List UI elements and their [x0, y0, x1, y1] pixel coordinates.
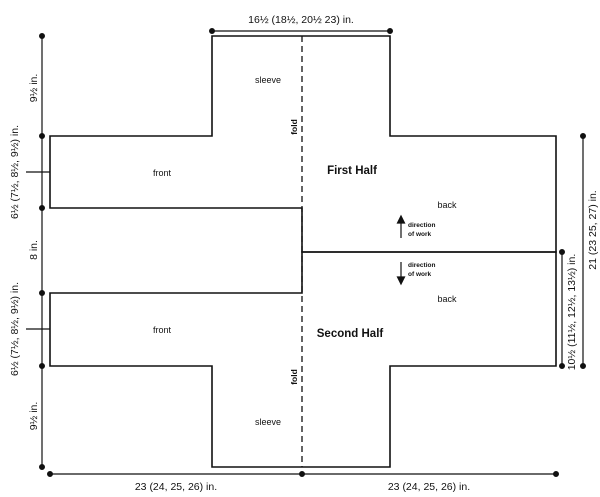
second-half-label: Second Half	[317, 328, 384, 340]
left-sleeve-bottom-label: 9½ in.	[28, 402, 40, 431]
arrow-up-icon	[396, 214, 406, 238]
left-front-bottom-label: 6½ (7½, 8½, 9½) in.	[9, 282, 21, 376]
outline-bottom-half	[49, 251, 557, 468]
back-top-label: back	[437, 200, 457, 210]
front-bottom-label: front	[153, 325, 172, 335]
top-width-label: 16½ (18½, 20½ 23) in.	[248, 14, 354, 26]
sleeve-bottom-label: sleeve	[255, 417, 281, 427]
bottom-left-label: 23 (24, 25, 26) in.	[135, 481, 217, 493]
left-dimension-line	[26, 32, 50, 471]
right-inner-label: 10½ (11½, 12½, 13½) in.	[566, 254, 578, 371]
direction-top-line2: of work	[408, 231, 431, 238]
sleeve-top-label: sleeve	[255, 75, 281, 85]
direction-bottom-line1: direction	[408, 262, 435, 269]
right-inner-dimension	[558, 249, 565, 370]
bottom-right-label: 23 (24, 25, 26) in.	[388, 481, 470, 493]
top-width-dimension	[209, 28, 394, 35]
direction-top-line1: direction	[408, 222, 435, 229]
right-outer-dimension	[579, 133, 586, 370]
left-front-top-label: 6½ (7½, 8½, 9½) in.	[9, 125, 21, 219]
arrow-down-icon	[396, 262, 406, 286]
bottom-width-dimension	[46, 471, 559, 478]
outline-top-half	[49, 35, 557, 253]
back-bottom-label: back	[437, 294, 457, 304]
left-sleeve-top-label: 9½ in.	[28, 74, 40, 103]
fold-top-label: fold	[289, 119, 299, 135]
direction-bottom-line2: of work	[408, 271, 431, 278]
left-middle-label: 8 in.	[28, 240, 40, 260]
first-half-label: First Half	[327, 165, 377, 177]
garment-outline	[49, 35, 557, 468]
front-top-label: front	[153, 168, 172, 178]
right-outer-label: 21 (23 25, 27) in.	[587, 190, 599, 269]
fold-bottom-label: fold	[289, 369, 299, 385]
